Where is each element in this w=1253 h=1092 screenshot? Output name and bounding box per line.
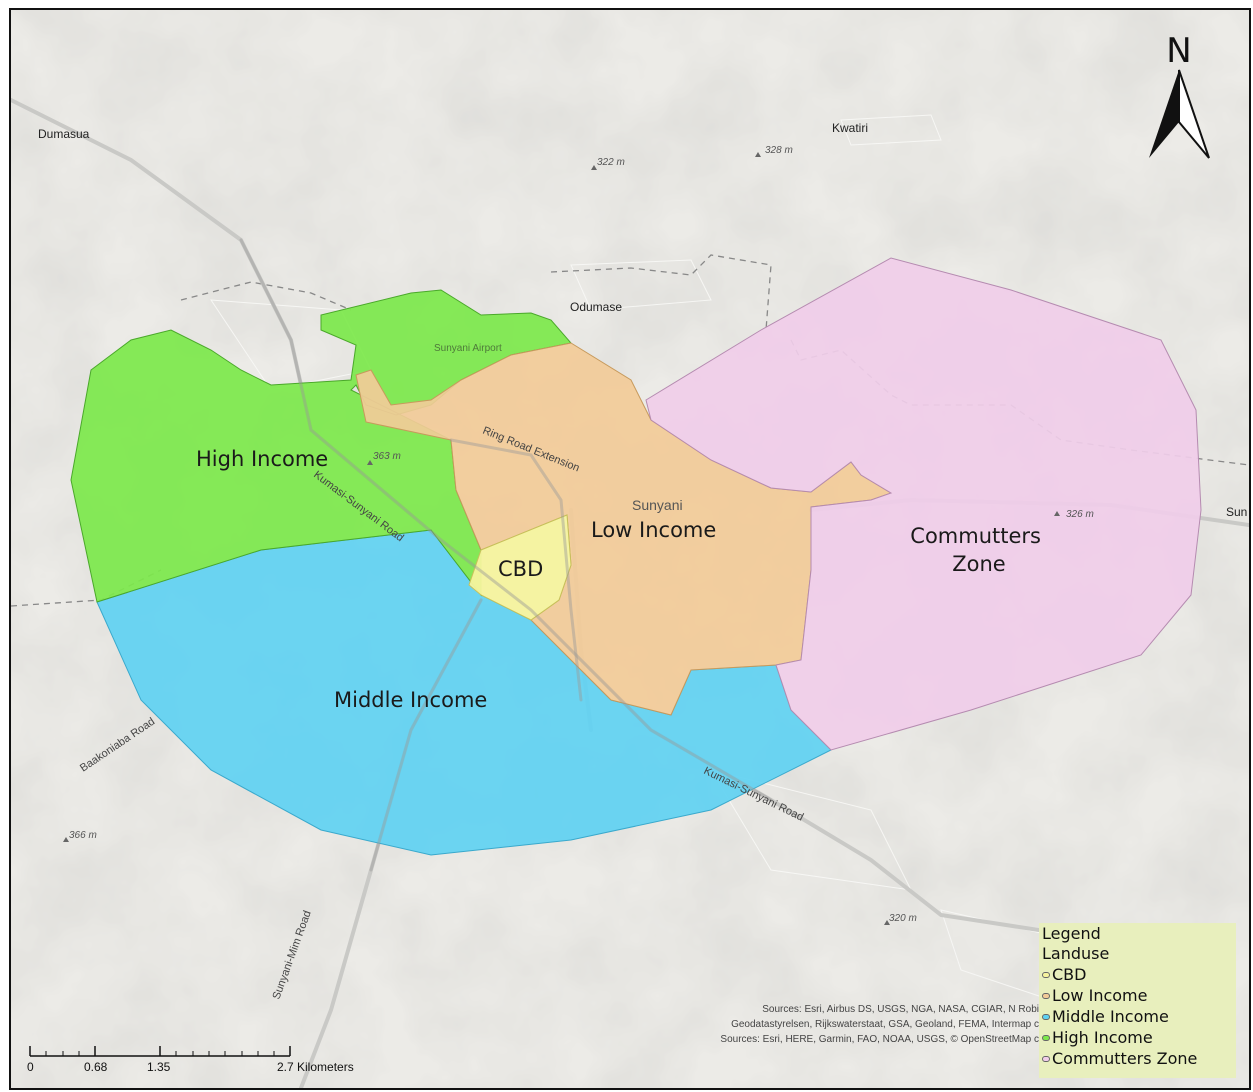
landuse-zones xyxy=(70,257,1202,856)
legend-item-high-income[interactable]: High Income xyxy=(1042,1027,1233,1048)
legend-item-middle-income[interactable]: Middle Income xyxy=(1042,1006,1233,1027)
attribution-line: Sources: Esri, Airbus DS, USGS, NGA, NAS… xyxy=(762,1004,1039,1015)
legend-swatch xyxy=(1042,1034,1050,1041)
elevation-label-320: 320 m xyxy=(889,913,917,924)
zone-labels: High Income Low Income CBD Middle Income… xyxy=(196,447,1047,712)
scale-label-2-7-kilometers: 2.7 Kilometers xyxy=(277,1060,354,1074)
north-arrow-left-half xyxy=(1149,70,1179,158)
legend-item-low-income[interactable]: Low Income xyxy=(1042,985,1233,1006)
place-label-odumase: Odumase xyxy=(570,300,622,314)
legend-item-label: Commutters Zone xyxy=(1052,1049,1198,1068)
elevation-label-326: 326 m xyxy=(1066,509,1094,520)
zone-label-low-income: Low Income xyxy=(591,518,716,542)
elevation-label-363: 363 m xyxy=(373,451,401,462)
map-canvas[interactable]: 322 m 328 m 363 m 326 m 366 m 320 m Duma… xyxy=(11,10,1249,1088)
map-frame[interactable]: 322 m 328 m 363 m 326 m 366 m 320 m Duma… xyxy=(9,8,1251,1090)
north-arrow-right-half xyxy=(1178,69,1210,159)
scale-bar-graphic xyxy=(29,1046,291,1057)
legend-swatch xyxy=(1042,1013,1050,1020)
elevation-label-322: 322 m xyxy=(597,157,625,168)
legend-swatch xyxy=(1042,992,1050,999)
zone-label-high-income: High Income xyxy=(196,447,328,471)
map-attribution: Sources: Esri, Airbus DS, USGS, NGA, NAS… xyxy=(617,1002,1039,1047)
scale-label-1-35: 1.35 xyxy=(147,1060,171,1074)
zone-cbd[interactable] xyxy=(468,514,572,621)
legend: Legend Landuse CBD Low Income Middle Inc… xyxy=(1039,923,1236,1078)
elevation-label-366: 366 m xyxy=(69,830,97,841)
legend-item-cbd[interactable]: CBD xyxy=(1042,964,1233,985)
legend-item-label: Low Income xyxy=(1052,986,1148,1005)
legend-item-label: High Income xyxy=(1052,1028,1153,1047)
scale-bar: 0 0.68 1.35 2.7 Kilometers xyxy=(18,1042,418,1078)
zone-commuters-zone[interactable] xyxy=(645,257,1202,751)
legend-subtitle: Landuse xyxy=(1042,944,1110,963)
place-label-dumasua: Dumasua xyxy=(38,127,90,141)
north-arrow: N xyxy=(1149,31,1210,159)
legend-swatch xyxy=(1042,971,1050,978)
elevation-label-328: 328 m xyxy=(765,145,793,156)
scale-label-0-68: 0.68 xyxy=(84,1060,108,1074)
legend-swatch xyxy=(1042,1055,1050,1062)
north-arrow-label: N xyxy=(1166,31,1191,71)
place-label-sunyani: Sunyani xyxy=(632,497,683,513)
legend-title: Legend xyxy=(1042,924,1101,943)
place-label-kwatiri: Kwatiri xyxy=(832,121,868,135)
zone-label-commuters-zone: Commutters Zone xyxy=(910,524,1047,576)
place-label-sunyani-airport: Sunyani Airport xyxy=(434,343,502,354)
roads-overlay xyxy=(239,238,773,872)
scale-label-0: 0 xyxy=(27,1060,34,1074)
zone-label-middle-income: Middle Income xyxy=(334,688,487,712)
attribution-line: Sources: Esri, HERE, Garmin, FAO, NOAA, … xyxy=(720,1034,1039,1045)
legend-item-commuters-zone[interactable]: Commutters Zone xyxy=(1042,1048,1233,1069)
zone-label-cbd: CBD xyxy=(498,557,543,581)
legend-item-label: CBD xyxy=(1052,965,1087,984)
place-label-sun: Sun xyxy=(1226,505,1247,519)
attribution-line: Geodatastyrelsen, Rijkswaterstaat, GSA, … xyxy=(731,1019,1039,1030)
legend-item-label: Middle Income xyxy=(1052,1007,1169,1026)
elevation-markers xyxy=(63,152,1060,925)
